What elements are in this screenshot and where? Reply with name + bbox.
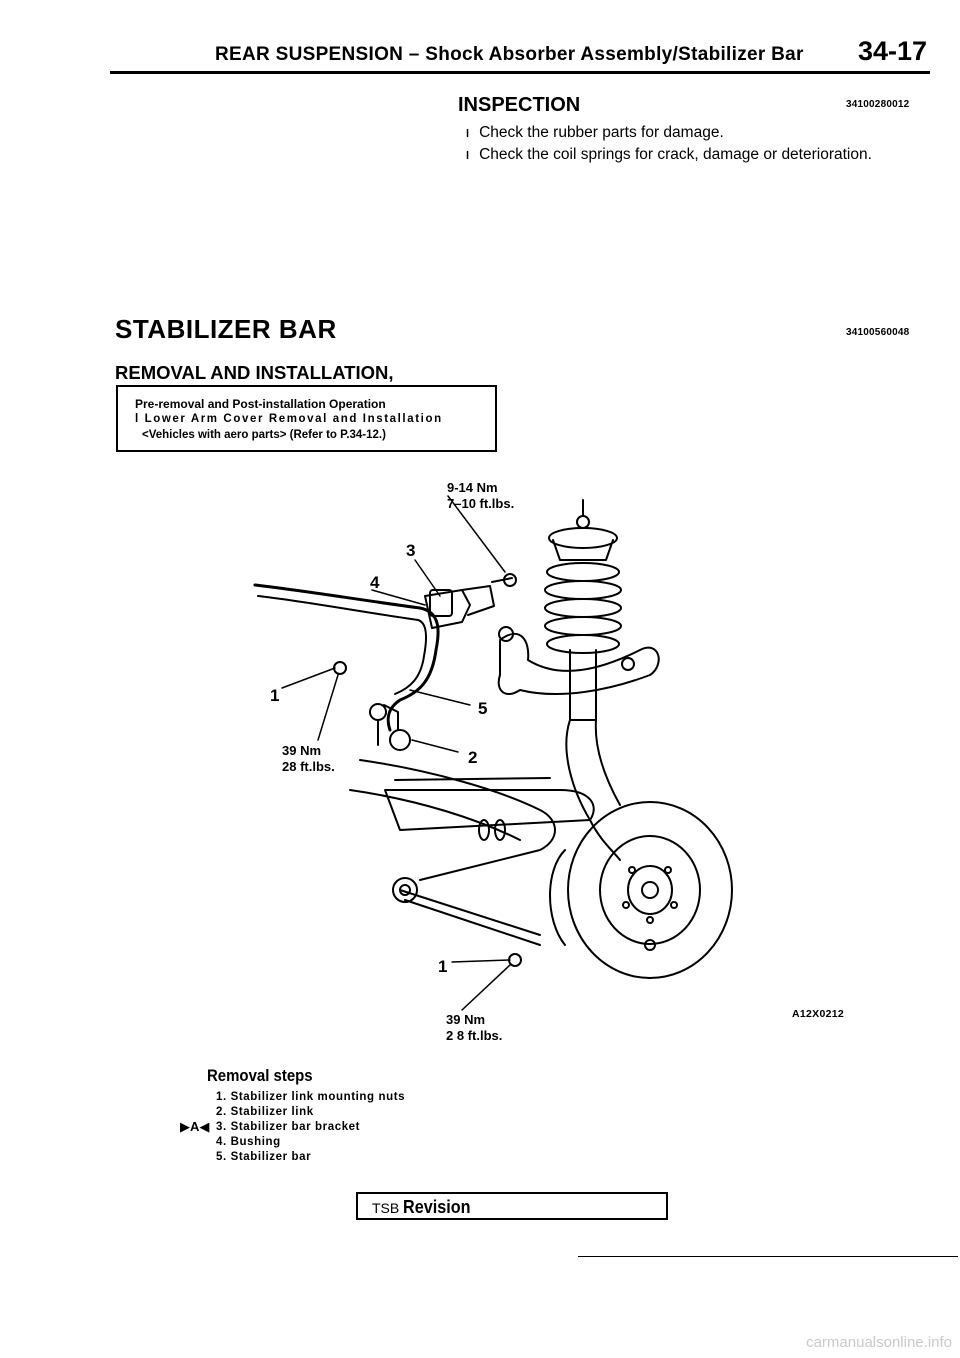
tsb-label: TSB — [372, 1200, 400, 1216]
bullet-icon: l — [135, 413, 140, 425]
removal-step: 4. Bushing — [216, 1136, 281, 1148]
inspection-heading: INSPECTION — [458, 94, 581, 116]
callout-4: 4 — [370, 573, 380, 592]
callout-1: 1 — [270, 686, 280, 705]
removal-step: 1. Stabilizer link mounting nuts — [216, 1091, 406, 1103]
removal-step: 5. Stabilizer bar — [216, 1151, 312, 1163]
page-number: 34-17 — [858, 36, 928, 66]
bullet-icon: l — [466, 150, 470, 162]
callout-5: 5 — [478, 699, 488, 718]
operation-item: l Lower Arm Cover Removal and Installati… — [135, 413, 443, 425]
operation-title: Pre-removal and Post-installation Operat… — [135, 397, 386, 411]
reference-marker: ▶A◀ — [180, 1119, 210, 1134]
inspection-code: 34100280012 — [846, 99, 910, 110]
revision-label: Revision — [403, 1197, 471, 1217]
triangle-right-icon: ▶ — [180, 1119, 190, 1134]
callout-1: 1 — [438, 957, 448, 976]
torque-spec-bottom: 39 Nm 2 8 ft.lbs. — [446, 1012, 503, 1043]
watermark: carmanualsonline.info — [806, 1334, 952, 1351]
header-rule — [110, 71, 930, 74]
page-header-title: REAR SUSPENSION – Shock Absorber Assembl… — [215, 44, 804, 65]
removal-steps-heading: Removal steps — [207, 1066, 313, 1085]
tsb-revision-box: TSB Revision — [356, 1192, 668, 1220]
footer-rule — [578, 1256, 958, 1257]
bullet-icon: l — [466, 128, 470, 140]
stabilizer-bar-diagram — [253, 495, 733, 1011]
subsection-heading: REMOVAL AND INSTALLATION, — [115, 362, 394, 383]
section-heading: STABILIZER BAR — [115, 314, 337, 344]
figure-code: A12X0212 — [792, 1008, 845, 1020]
torque-spec-top: 9-14 Nm 7–10 ft.lbs. — [447, 480, 515, 511]
callout-2: 2 — [468, 748, 478, 767]
operation-item-detail: <Vehicles with aero parts> (Refer to P.3… — [142, 429, 386, 441]
section-code: 34100560048 — [846, 327, 910, 338]
operation-box: Pre-removal and Post-installation Operat… — [116, 385, 497, 452]
removal-step: 3. Stabilizer bar bracket — [216, 1121, 361, 1133]
triangle-left-icon: ◀ — [199, 1119, 210, 1134]
removal-step: 2. Stabilizer link — [216, 1106, 314, 1118]
callout-3: 3 — [406, 541, 416, 560]
torque-spec-left: 39 Nm 28 ft.lbs. — [282, 743, 335, 774]
